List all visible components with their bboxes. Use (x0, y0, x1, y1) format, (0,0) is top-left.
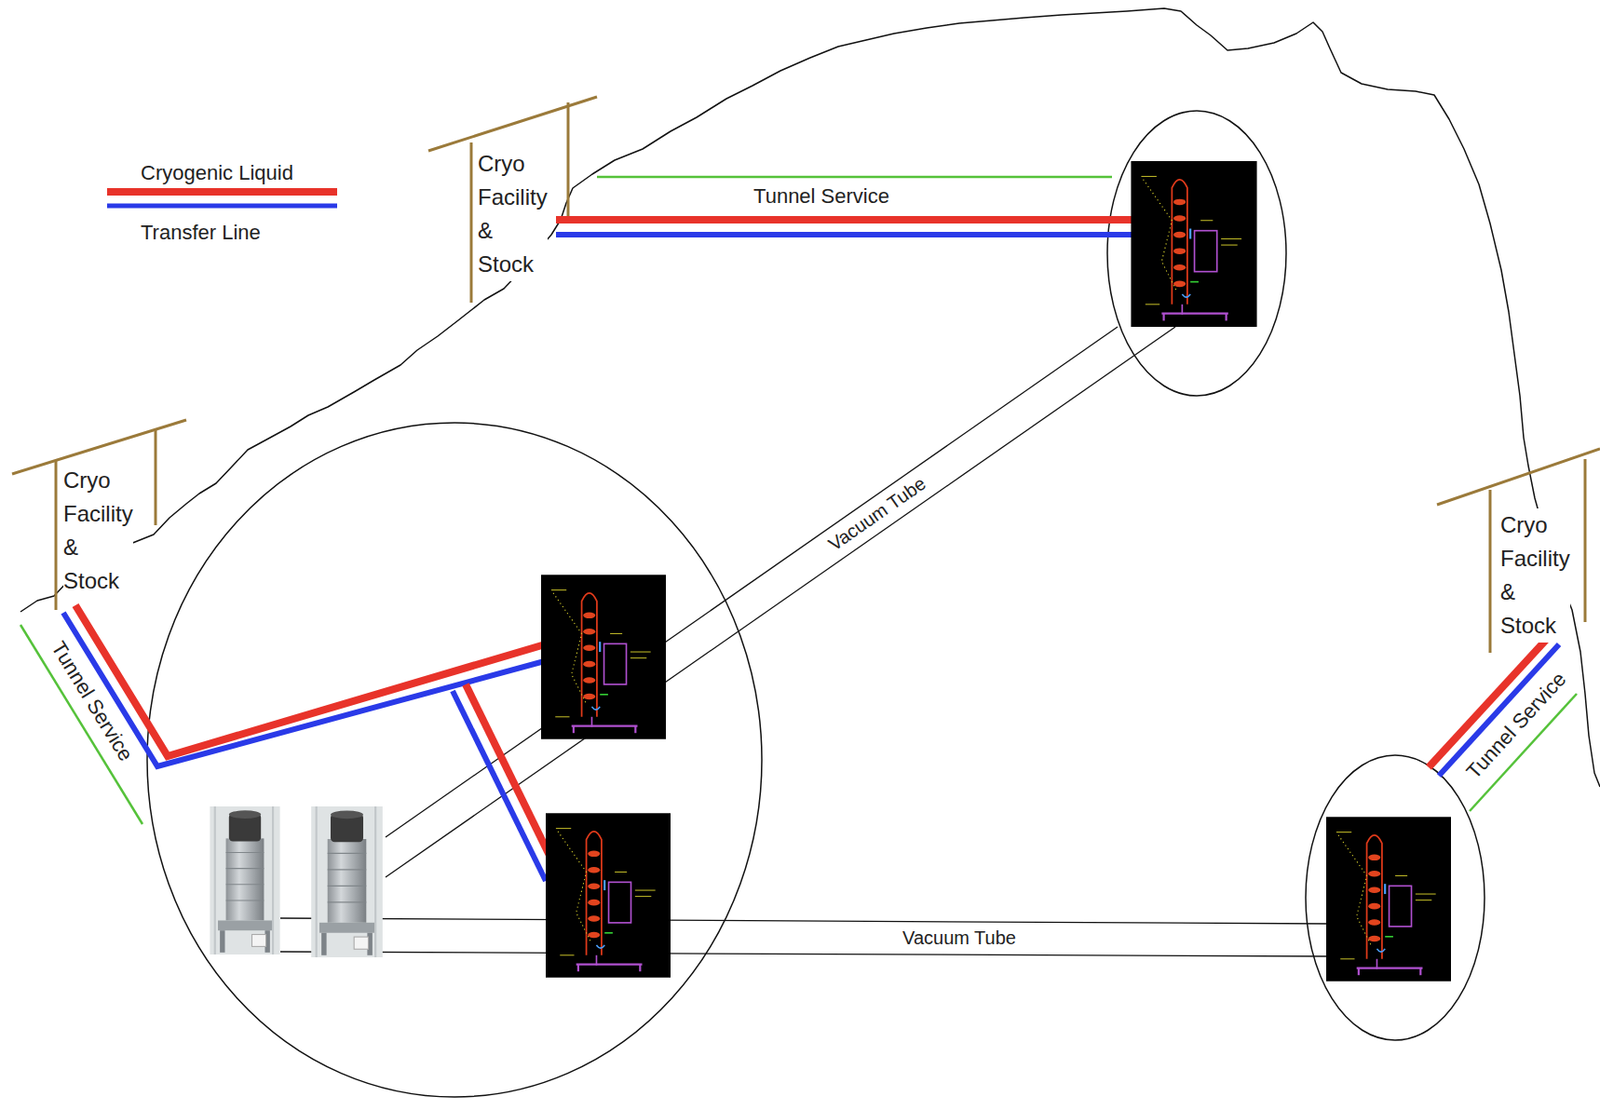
legend-text: Cryogenic Liquid (137, 161, 297, 185)
cavern-outline (20, 8, 1600, 787)
detector-hall-circle (147, 110, 1485, 1098)
detector-schematic (541, 161, 1451, 982)
facility-label: Cryo Facility & Stock (63, 463, 134, 598)
label-holder: Tunnel Service (750, 184, 893, 208)
facility-label: Cryo Facility & Stock (477, 147, 548, 282)
legend-text: Transfer Line (137, 220, 264, 245)
tunnel-service-label: Tunnel Service (750, 184, 893, 208)
label-holder: Tunnel Service (1459, 664, 1573, 786)
cryostat-photo (209, 806, 382, 958)
legend-entry: Transfer Line (137, 220, 264, 245)
facility-label: Cryo Facility & Stock (1500, 508, 1571, 643)
vacuum-tube-label: Vacuum Tube (822, 471, 933, 557)
cryogenic-transfer-line (63, 219, 1560, 882)
facility-shelter: Cryo Facility & Stock (1498, 506, 1573, 645)
tunnel-service-line (20, 176, 1577, 825)
tunnel-service-label: Tunnel Service (1459, 664, 1573, 786)
facility-shelter: Cryo Facility & Stock (61, 461, 136, 600)
facility-shelter-frame (12, 96, 1600, 653)
legend-entry: Cryogenic Liquid (137, 161, 297, 185)
facility-shelter: Cryo Facility & Stock (475, 145, 550, 284)
legend-line-sample (107, 191, 338, 206)
label-holder: Vacuum Tube (822, 471, 933, 557)
vacuum-tube-label: Vacuum Tube (899, 927, 1019, 950)
label-holder: Vacuum Tube (899, 927, 1019, 950)
vacuum-tube-line (280, 326, 1332, 957)
